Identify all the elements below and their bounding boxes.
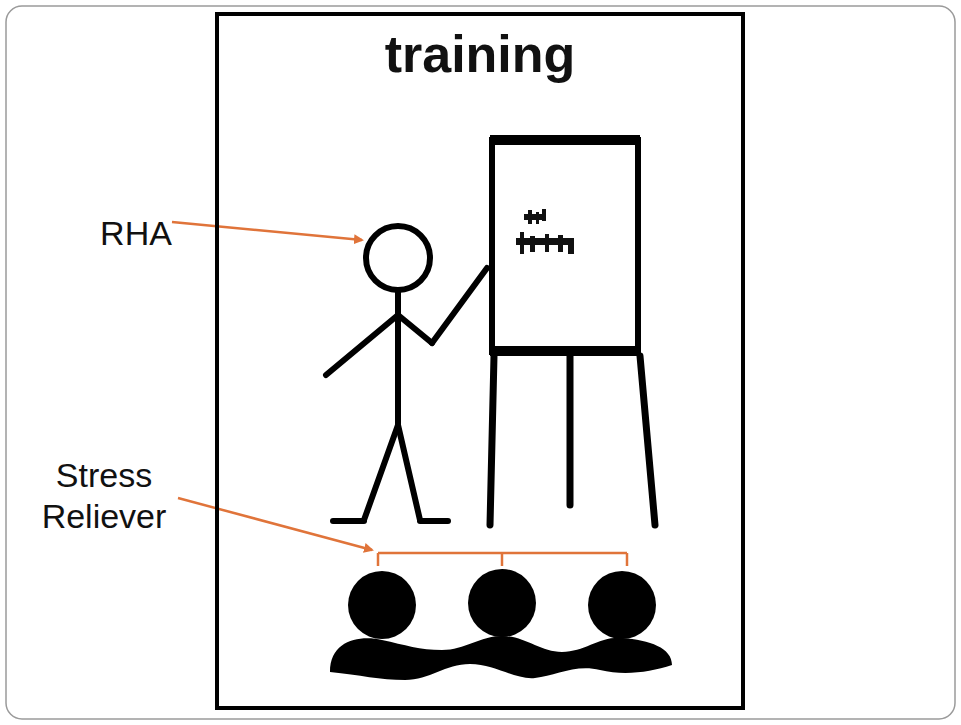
callout-label: RHA xyxy=(96,213,176,254)
poster-frame: training xyxy=(215,12,745,710)
flip-chart xyxy=(490,135,655,525)
slide-frame xyxy=(6,6,955,719)
illegible-scribble xyxy=(516,209,574,254)
audience xyxy=(330,569,672,680)
leader-lines xyxy=(172,222,627,566)
stick-figure xyxy=(326,226,487,521)
poster-title: training xyxy=(219,26,741,83)
callout-label: Stress Reliever xyxy=(14,455,194,537)
